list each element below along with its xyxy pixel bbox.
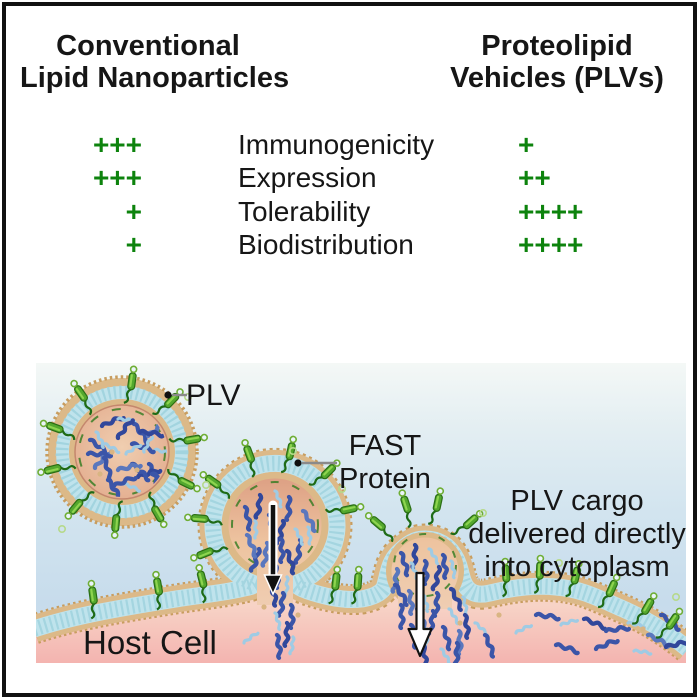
callout-dot (294, 459, 302, 467)
fast-protein-label: FAST Protein (329, 430, 441, 496)
plv-rating: + (518, 129, 535, 160)
cargo-release-arrow-mid (263, 500, 283, 596)
lnp-rating: +++ (92, 129, 142, 160)
header-line: Conventional (56, 30, 240, 62)
plv-rating: ++ (518, 162, 551, 193)
header-line: Lipid Nanoparticles (20, 62, 290, 94)
header-conventional-lnp: Conventional Lipid Nanoparticles (20, 30, 290, 94)
comparison-row: +++ Expression ++ (0, 161, 700, 195)
host-cell-label: Host Cell (83, 624, 217, 661)
lnp-rating: + (125, 229, 142, 260)
metric-label: Tolerability (238, 196, 371, 227)
plv-rating: ++++ (518, 229, 584, 260)
fast-protein-callout (294, 459, 337, 467)
comparison-row: +++ Immunogenicity + (0, 128, 700, 162)
header-line: Proteolipid (481, 30, 633, 62)
plv-cargo-free (88, 416, 167, 500)
cargo-delivery-label-line: into cytoplasm (484, 551, 670, 583)
comparison-row: + Biodistribution ++++ (0, 228, 700, 262)
host-cell-cytoplasm (36, 463, 686, 663)
lnp-rating: +++ (92, 162, 142, 193)
plv-label: PLV (186, 379, 241, 412)
cargo-delivery-label: PLV cargo delivered directly into cytopl… (468, 485, 686, 584)
plv-fusion-illustration (36, 363, 686, 663)
metric-label: Expression (238, 162, 377, 193)
plv-cargo-cytoplasm (496, 612, 686, 656)
callout-dot (164, 391, 172, 399)
plv-cargo-mid-spill (241, 488, 317, 658)
metric-label: Immunogenicity (238, 129, 435, 160)
comparison-row: + Tolerability ++++ (0, 195, 700, 229)
header-plv: Proteolipid Vehicles (PLVs) (429, 30, 685, 94)
cargo-delivery-label-line: PLV cargo (510, 485, 644, 517)
cargo-release-arrow-right (407, 571, 433, 658)
plv-rating: ++++ (518, 196, 584, 227)
plv-callout (164, 391, 187, 399)
fast-protein-label-line: Protein (339, 463, 431, 495)
fast-protein-label-line: FAST (348, 430, 422, 462)
lnp-rating: + (125, 196, 142, 227)
metric-label: Biodistribution (238, 229, 414, 260)
header-line: Vehicles (PLVs) (450, 62, 664, 94)
cargo-delivery-label-line: delivered directly (468, 518, 686, 550)
